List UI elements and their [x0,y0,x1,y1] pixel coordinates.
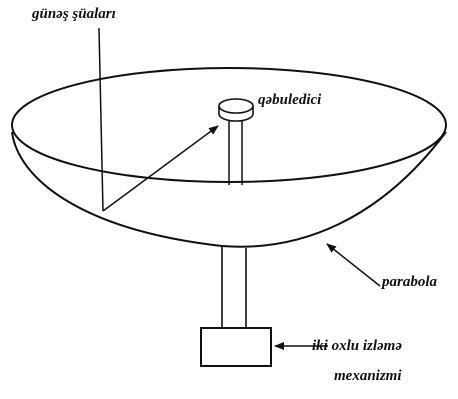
tracking-mechanism-label-line2: mexanizmi [334,368,402,384]
receiver-disc [218,98,254,122]
sun-rays-label: günəş şüaları [32,6,116,22]
parabola-label: parabola [382,274,438,290]
tracking-mechanism-label-line1: iki oxlu izləmə [312,338,402,354]
sun-ray-lines [98,27,219,212]
tracking-mechanism-box [200,327,272,367]
support-stand [221,245,247,330]
receiver-label: qəbuledici [258,92,322,108]
parabola-pointer-arrow [326,243,381,287]
receiver-pole [228,118,243,185]
dish-bowl [11,131,447,248]
